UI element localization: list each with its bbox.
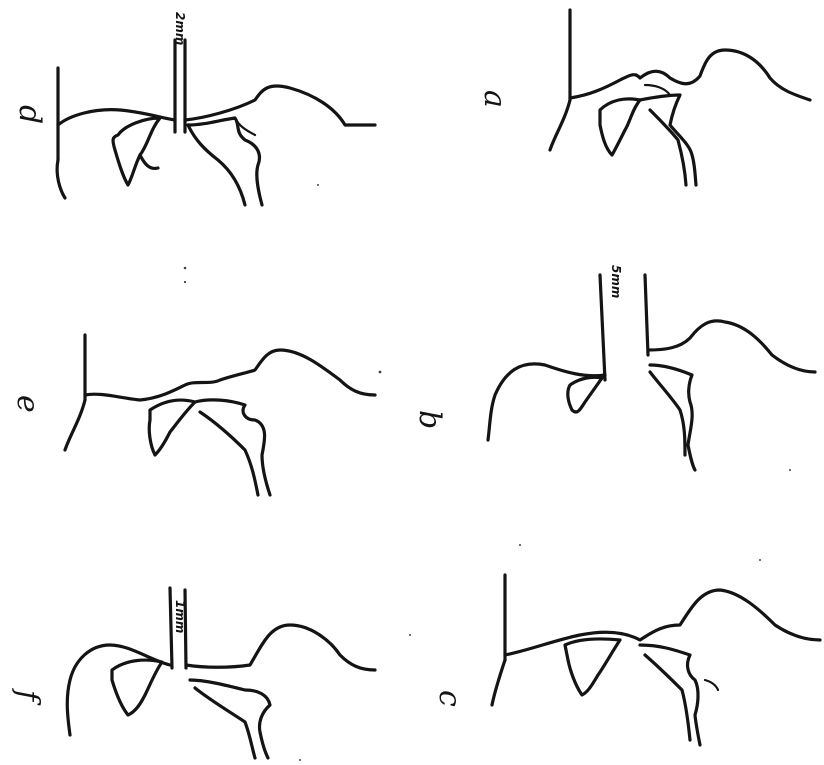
label-b: b (412, 410, 447, 429)
panel-f (67, 588, 375, 758)
panel-a (550, 10, 810, 185)
measure-d: 2mm (173, 12, 187, 45)
label-f: f (10, 688, 45, 706)
label-e: e (10, 395, 45, 413)
panel-b (488, 275, 815, 470)
panel-e (65, 335, 375, 495)
panel-c (492, 575, 820, 745)
label-a: a (477, 90, 512, 108)
label-d: d (12, 105, 47, 124)
label-c: c (432, 690, 467, 707)
measure-f: 1mm (173, 600, 187, 633)
print-specks (184, 184, 791, 761)
panel-d (57, 40, 375, 205)
measure-b: 5mm (609, 265, 623, 298)
